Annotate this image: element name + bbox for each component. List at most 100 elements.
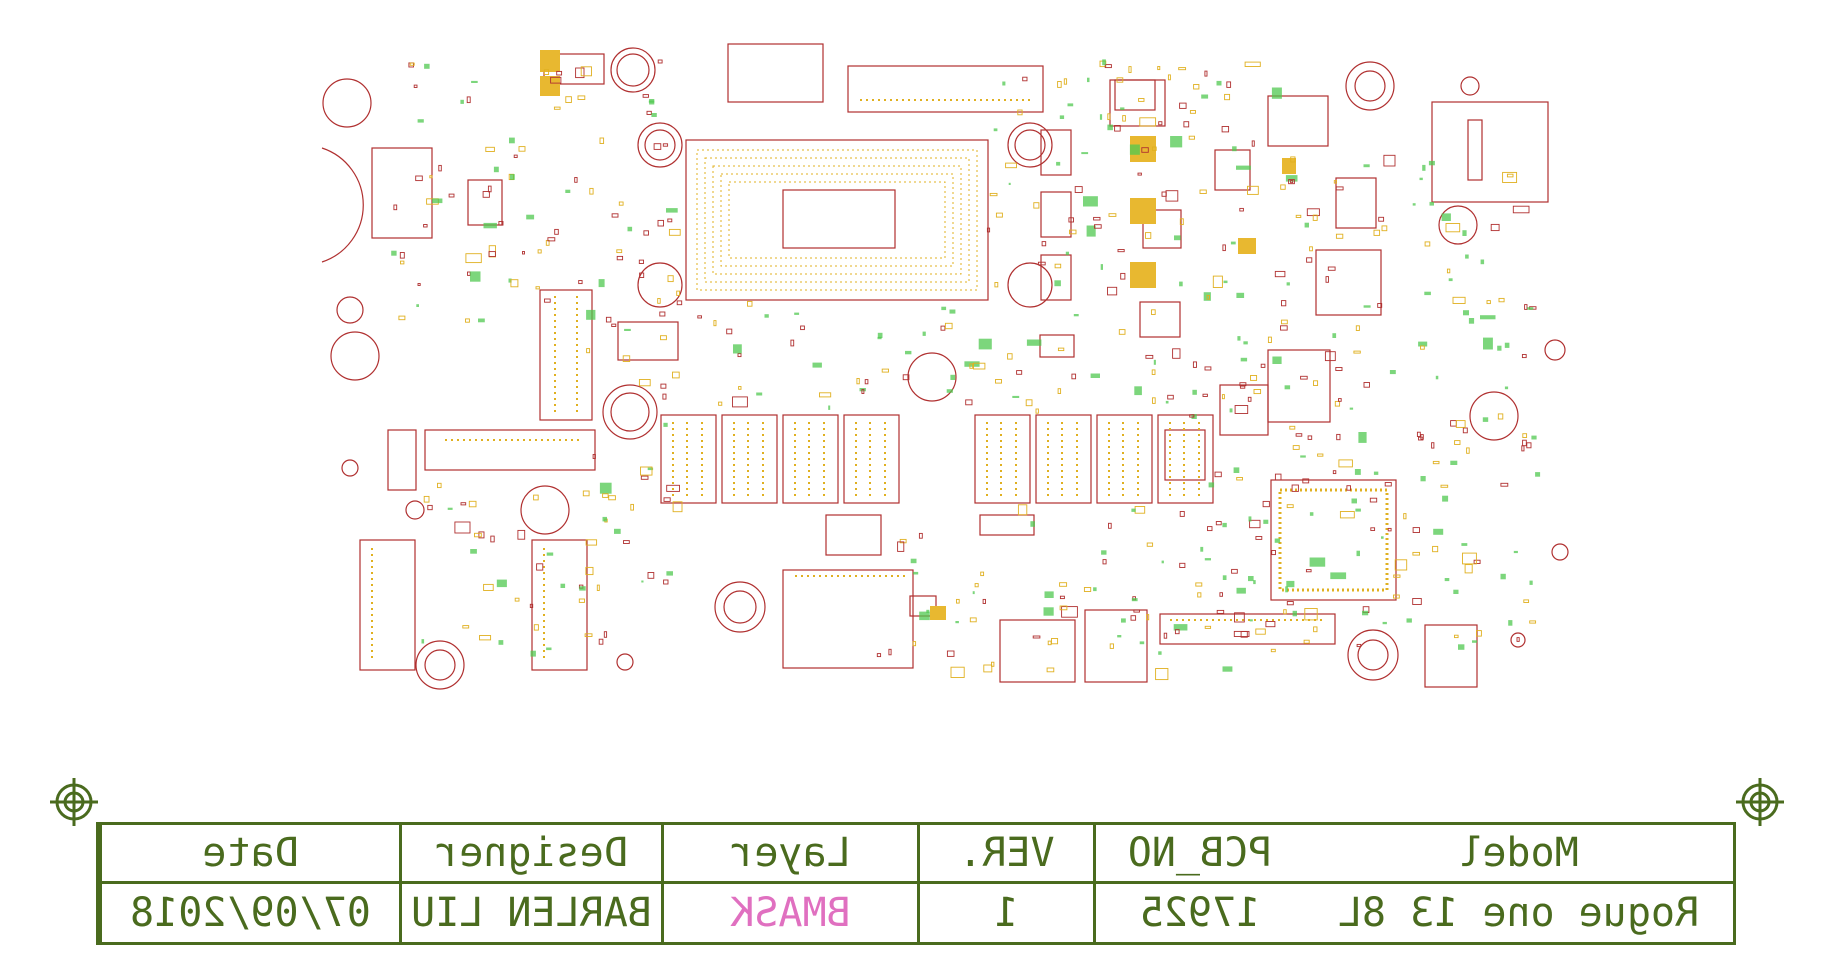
- smd-component: [1100, 264, 1103, 270]
- mount-hole: [1357, 639, 1389, 671]
- smd-component: [1074, 186, 1083, 193]
- smd-component: [554, 228, 559, 235]
- smd-component: [1286, 282, 1290, 286]
- smd-component: [598, 279, 605, 288]
- smd-component: [1083, 196, 1098, 207]
- smd-component: [641, 580, 644, 583]
- smd-component: [1325, 276, 1329, 283]
- smd-component: [1197, 592, 1202, 598]
- smd-component: [1061, 606, 1078, 618]
- smd-component: [926, 609, 930, 613]
- smd-component: [1214, 471, 1222, 478]
- pcb-board-view: [321, 43, 1569, 690]
- smd-component: [1145, 354, 1154, 359]
- mount-hole: [610, 47, 656, 93]
- smd-component: [1312, 214, 1318, 221]
- smd-component: [608, 495, 616, 501]
- small-ic: [979, 514, 1035, 536]
- smd-component: [1051, 638, 1059, 645]
- m2-slot: [539, 289, 593, 421]
- smd-component: [897, 541, 905, 552]
- smd-component: [526, 214, 535, 220]
- memory-chip: [974, 414, 1031, 504]
- smd-component: [1461, 543, 1468, 546]
- smd-component: [1073, 314, 1079, 317]
- smd-component: [1153, 359, 1156, 365]
- smd-component: [1289, 425, 1296, 430]
- smd-component: [1059, 582, 1068, 587]
- smd-component: [667, 275, 674, 283]
- smd-component: [1462, 427, 1468, 434]
- smd-component: [1247, 185, 1259, 195]
- value-version: 1: [917, 883, 1093, 942]
- smd-component: [578, 598, 585, 603]
- smd-component: [738, 386, 742, 390]
- smd-component: [1281, 319, 1288, 325]
- m2-slot: [531, 539, 588, 671]
- smd-component: [1338, 398, 1342, 402]
- smd-component: [1233, 467, 1240, 473]
- smd-component: [1249, 619, 1253, 622]
- smd-component: [1378, 216, 1385, 222]
- smd-component: [1462, 230, 1467, 236]
- smd-component: [1526, 442, 1532, 449]
- smd-component: [1183, 121, 1190, 128]
- smd-component: [1529, 580, 1533, 585]
- smd-component: [640, 475, 649, 480]
- component-field: [391, 59, 1541, 681]
- smd-component: [478, 318, 485, 323]
- cpu-pad-grid: [696, 149, 978, 291]
- mount-hole: [602, 384, 658, 440]
- inductor: [1040, 129, 1072, 176]
- smd-component: [598, 638, 604, 645]
- smd-component: [944, 322, 953, 330]
- smd-component: [1482, 417, 1489, 422]
- smd-component: [1506, 173, 1514, 178]
- smd-component: [1370, 527, 1376, 531]
- smd-component: [1157, 66, 1161, 71]
- smd-component: [1108, 522, 1112, 529]
- smd-component: [1304, 608, 1318, 621]
- smd-component: [1239, 207, 1244, 212]
- smd-component: [485, 146, 495, 152]
- smd-component: [905, 350, 912, 355]
- smd-component: [1059, 115, 1065, 119]
- smd-component: [1355, 325, 1360, 331]
- top-connector: [847, 65, 1044, 113]
- smd-component: [1305, 569, 1312, 573]
- small-connector: [387, 429, 417, 491]
- smd-component: [423, 224, 428, 228]
- smd-component: [1462, 552, 1477, 565]
- smd-component: [393, 204, 398, 211]
- smd-component: [955, 621, 959, 624]
- small-ic: [617, 321, 679, 361]
- smd-component: [493, 166, 499, 173]
- smd-component: [1265, 621, 1276, 628]
- mount-hole: [1510, 632, 1526, 648]
- smd-component: [1057, 347, 1065, 352]
- smd-component: [577, 95, 586, 100]
- smd-component: [790, 339, 795, 347]
- smd-component: [657, 219, 664, 227]
- smd-component: [596, 584, 600, 591]
- smd-component: [1339, 511, 1355, 519]
- smd-component: [950, 374, 956, 380]
- smd-component: [1335, 367, 1343, 371]
- smd-component: [1057, 81, 1062, 88]
- smd-component: [1382, 621, 1387, 625]
- smd-component: [1383, 154, 1396, 167]
- smd-component: [1017, 109, 1023, 116]
- smd-component: [1192, 389, 1197, 395]
- smd-component: [487, 185, 492, 193]
- smd-component: [1193, 84, 1200, 90]
- smd-component: [1486, 300, 1491, 305]
- smd-component: [1231, 568, 1238, 574]
- inductor: [1142, 209, 1182, 249]
- smd-component: [1161, 560, 1164, 564]
- smd-component: [432, 198, 443, 204]
- smd-component: [995, 379, 1002, 384]
- smd-component: [662, 143, 669, 147]
- smd-component: [1167, 74, 1171, 81]
- bottom-fpc-connector: [1159, 613, 1336, 645]
- controller-chip: [1270, 479, 1397, 601]
